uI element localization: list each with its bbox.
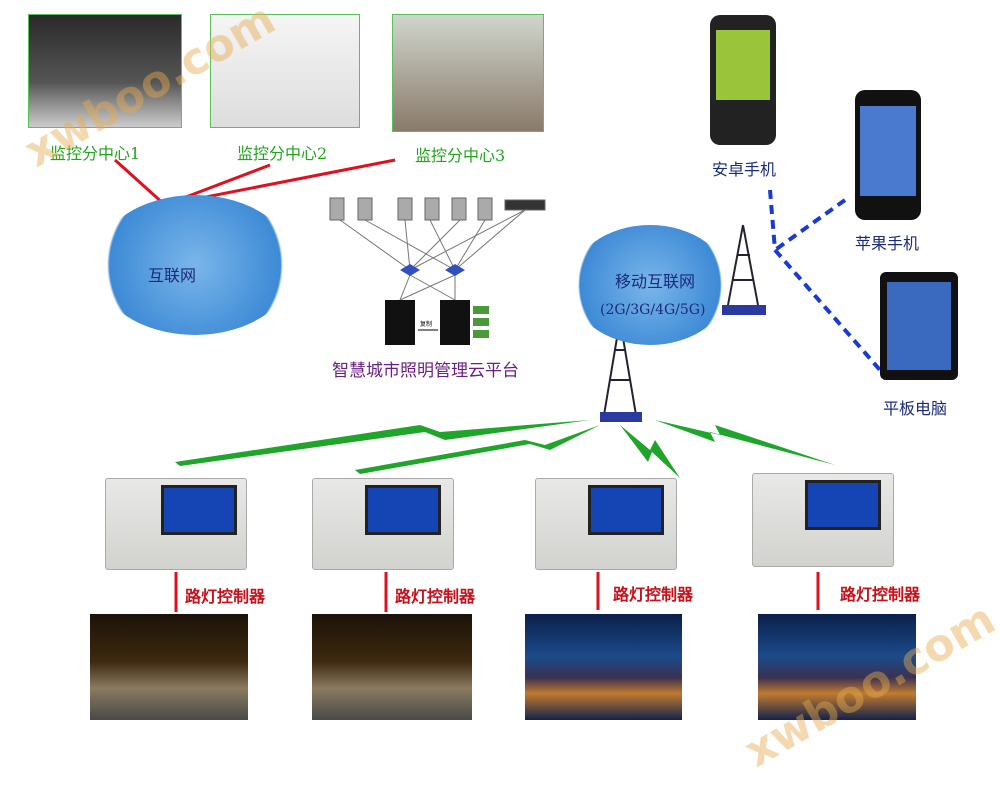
switch-icon xyxy=(400,264,465,276)
signal-2 xyxy=(355,425,600,474)
controller-box-2 xyxy=(312,478,454,570)
controller-box-1 xyxy=(105,478,247,570)
controller-label-3: 路灯控制器 xyxy=(613,585,694,604)
tablet-icon xyxy=(880,272,958,380)
mobile-internet-cloud xyxy=(570,225,730,345)
iphone-icon xyxy=(855,90,921,220)
center-1-label: 监控分中心1 xyxy=(50,144,141,163)
link-center1 xyxy=(113,158,167,207)
database-server-icon xyxy=(385,300,470,345)
link-android xyxy=(768,189,777,251)
signal-1 xyxy=(175,420,590,466)
android-phone-icon xyxy=(710,15,776,145)
android-label: 安卓手机 xyxy=(712,160,777,179)
signal-3 xyxy=(620,425,680,478)
mobile-internet-label: 移动互联网 xyxy=(615,272,696,291)
link-tablet xyxy=(773,248,882,372)
monitoring-center-1-photo xyxy=(28,14,182,128)
monitoring-center-3-photo xyxy=(392,14,544,132)
signal-4 xyxy=(655,420,835,465)
port-night-photo-2 xyxy=(758,614,916,720)
iphone-label: 苹果手机 xyxy=(855,234,920,253)
center-2-label: 监控分中心2 xyxy=(237,144,328,163)
center-3-label: 监控分中心3 xyxy=(415,146,506,165)
tablet-label: 平板电脑 xyxy=(883,399,948,418)
controller-label-1: 路灯控制器 xyxy=(185,587,266,606)
controller-box-3 xyxy=(535,478,677,570)
tower-icon xyxy=(603,224,759,416)
tower-base xyxy=(722,305,766,315)
platform-label: 智慧城市照明管理云平台 xyxy=(332,361,519,381)
internet-label: 互联网 xyxy=(148,266,197,285)
port-night-photo-1 xyxy=(525,614,682,720)
controller-box-4 xyxy=(752,473,894,567)
street-lights-photo-2 xyxy=(312,614,472,720)
monitoring-center-2-photo xyxy=(210,14,360,128)
storage-icon xyxy=(473,306,489,338)
controller-label-2: 路灯控制器 xyxy=(395,587,476,606)
mobile-network-types: (2G/3G/4G/5G) xyxy=(600,302,706,318)
copy-label: 复制 xyxy=(420,321,433,328)
tower-base xyxy=(600,412,642,422)
link-iphone xyxy=(773,198,847,252)
street-lights-photo-1 xyxy=(90,614,248,720)
controller-label-4: 路灯控制器 xyxy=(840,585,921,604)
internet-cloud xyxy=(95,195,295,335)
servers-icon xyxy=(329,197,546,221)
